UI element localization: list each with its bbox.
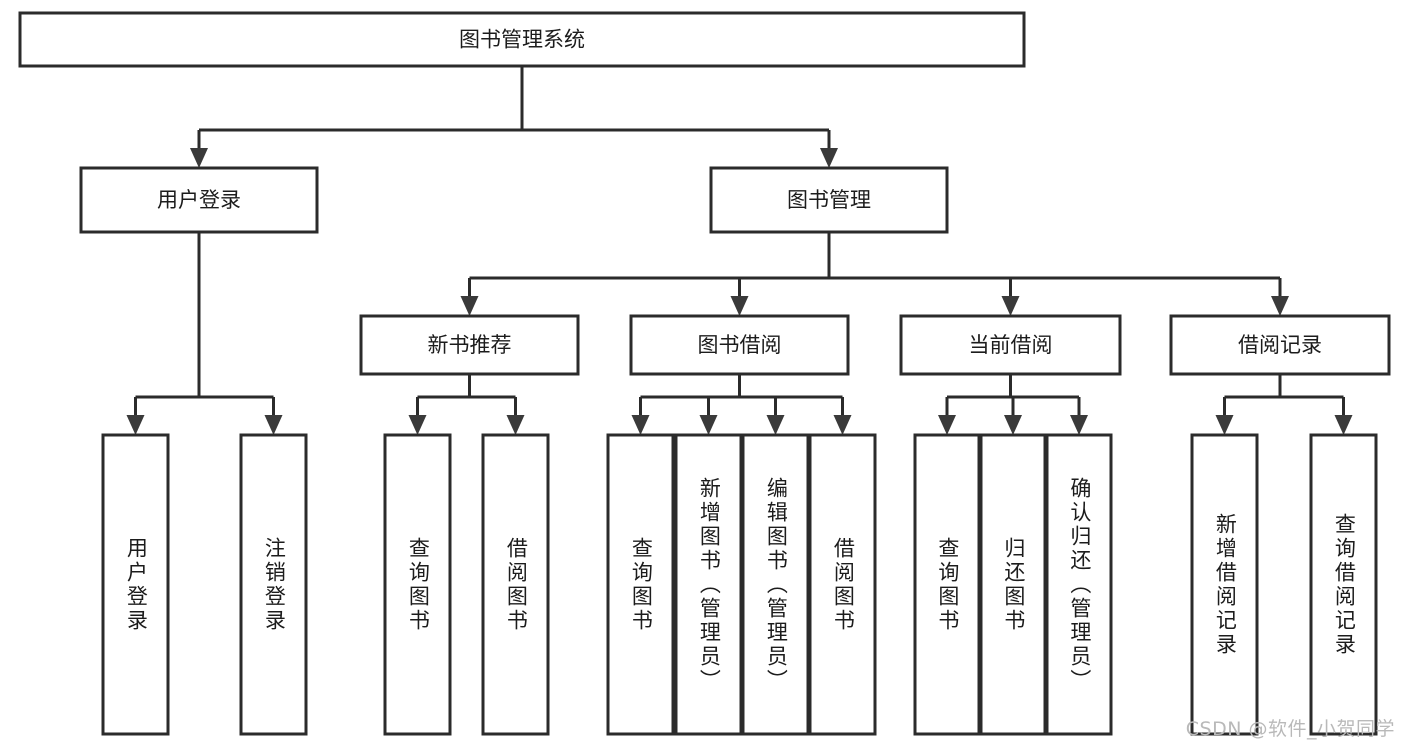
arrow-head-icon xyxy=(1334,415,1353,435)
arrow-head-icon xyxy=(1001,296,1020,316)
node-label-book-manage: 图书管理 xyxy=(787,188,871,212)
arrow-head-icon xyxy=(938,415,956,435)
watermark-text: CSDN @软件_小贺同学 xyxy=(1185,718,1395,740)
arrow-head-icon xyxy=(699,415,718,435)
node-box-current-borrow[interactable] xyxy=(899,314,1122,376)
node-box-leaf-add-book[interactable] xyxy=(674,433,743,736)
node-label-book-borrow: 图书借阅 xyxy=(698,333,782,357)
arrow-head-icon xyxy=(190,148,208,168)
arrow-head-icon xyxy=(1271,296,1289,316)
arrow-head-icon xyxy=(833,415,852,435)
node-label-root: 图书管理系统 xyxy=(459,28,585,52)
node-box-user-login[interactable] xyxy=(79,166,319,234)
arrow-head-icon xyxy=(126,415,145,435)
arrow-head-icon xyxy=(766,415,785,435)
node-box-leaf-add-record[interactable] xyxy=(1190,433,1259,736)
arrow-head-icon xyxy=(730,296,749,316)
node-box-leaf-return-book[interactable] xyxy=(979,433,1047,736)
node-box-leaf-logout[interactable] xyxy=(239,433,308,736)
node-box-leaf-query-book-borrow[interactable] xyxy=(606,433,675,736)
arrow-head-icon xyxy=(1215,415,1234,435)
node-box-leaf-user-login[interactable] xyxy=(101,433,170,736)
arrow-head-icon xyxy=(506,415,525,435)
node-box-leaf-edit-book[interactable] xyxy=(741,433,810,736)
arrow-head-icon xyxy=(820,148,838,168)
node-label-current-borrow: 当前借阅 xyxy=(969,333,1053,357)
node-box-book-borrow[interactable] xyxy=(629,314,850,376)
node-box-new-book-recommend[interactable] xyxy=(359,314,580,376)
arrow-head-icon xyxy=(1070,415,1088,435)
node-box-leaf-query-book-current[interactable] xyxy=(913,433,981,736)
node-label-user-login: 用户登录 xyxy=(157,188,241,212)
arrow-head-icon xyxy=(408,415,427,435)
node-box-book-manage[interactable] xyxy=(709,166,949,234)
arrow-head-icon xyxy=(631,415,650,435)
node-box-root[interactable] xyxy=(18,11,1026,68)
node-box-leaf-borrow-book-new[interactable] xyxy=(481,433,550,736)
node-box-leaf-query-book-new[interactable] xyxy=(383,433,452,736)
node-box-leaf-borrow-book[interactable] xyxy=(808,433,877,736)
arrow-head-icon xyxy=(264,415,283,435)
arrow-head-icon xyxy=(460,296,479,316)
node-box-layer xyxy=(18,11,1391,736)
node-box-leaf-confirm-return[interactable] xyxy=(1045,433,1113,736)
node-box-borrow-record[interactable] xyxy=(1169,314,1391,376)
connector-layer xyxy=(126,66,1353,435)
node-box-leaf-query-record[interactable] xyxy=(1309,433,1378,736)
node-label-new-book-recommend: 新书推荐 xyxy=(428,333,512,357)
arrow-head-icon xyxy=(1004,415,1022,435)
node-label-borrow-record: 借阅记录 xyxy=(1238,333,1322,357)
